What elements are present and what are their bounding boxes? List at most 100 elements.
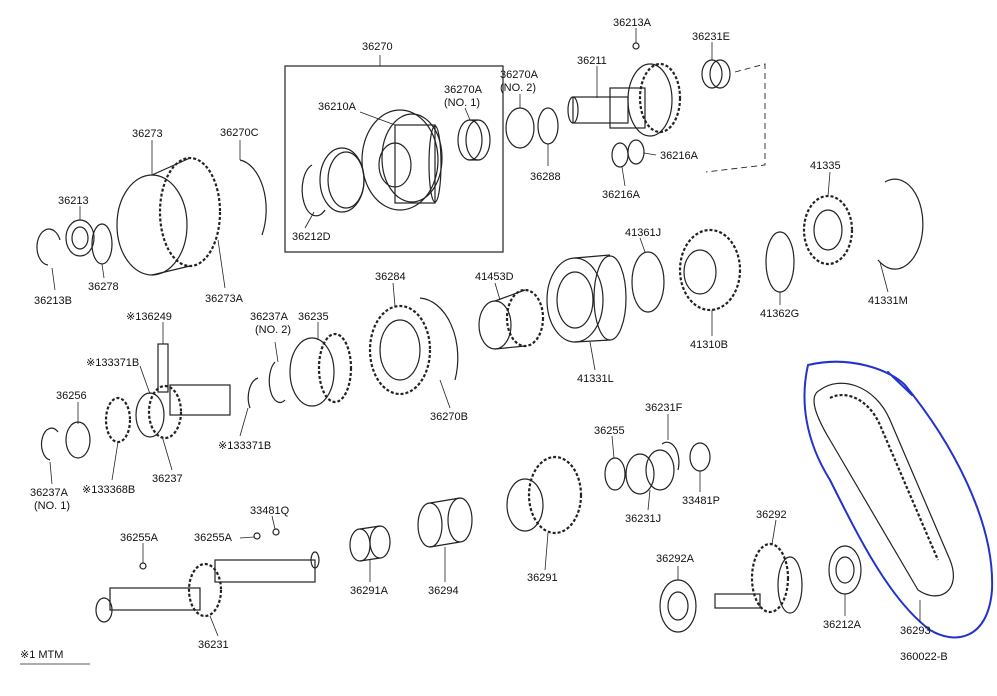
part-36255A-ball-a xyxy=(139,562,147,570)
label-36216A-bottom: 36216A xyxy=(602,189,641,201)
label-36213B: 36213B xyxy=(34,295,72,307)
part-33481Q-ball xyxy=(272,528,280,536)
part-41453D-gear xyxy=(478,288,545,350)
label-36237A-no1: 36237A xyxy=(30,487,69,499)
label-36270A-no1-sub: (NO. 1) xyxy=(444,97,480,109)
part-36213-washer xyxy=(65,219,95,257)
label-133371B-bottom: ※133371B xyxy=(218,440,271,452)
part-36294-bearing xyxy=(417,497,473,548)
part-36212A-bearing xyxy=(828,545,862,595)
dashed-reference-line xyxy=(705,63,766,173)
label-36231E: 36231E xyxy=(692,31,730,43)
label-36212D: 36212D xyxy=(292,231,331,243)
part-36293-chain xyxy=(813,382,954,597)
part-41331L-sleeve xyxy=(546,254,627,343)
part-36237-gear-shaft xyxy=(135,384,231,440)
label-41335: 41335 xyxy=(810,160,841,172)
label-36293: 36293 xyxy=(900,625,931,637)
label-36237: 36237 xyxy=(152,473,183,485)
label-36211: 36211 xyxy=(577,55,607,67)
part-36273-drum xyxy=(116,156,222,276)
label-36255A-right: 36255A xyxy=(194,532,233,544)
annotation-ink-circle xyxy=(803,360,994,639)
label-36292A: 36292A xyxy=(656,553,695,565)
label-36237A-no2: 36237A xyxy=(250,311,289,323)
label-136249: ※136249 xyxy=(126,311,172,323)
part-36231E-bearing xyxy=(701,59,731,89)
label-133368B: ※133368B xyxy=(82,484,135,496)
label-36255: 36255 xyxy=(594,425,625,437)
label-36231J: 36231J xyxy=(625,513,661,525)
part-36231J-bearing xyxy=(625,449,675,495)
label-41453D: 41453D xyxy=(475,271,514,283)
part-36270A-no1-bearing xyxy=(457,119,491,161)
part-36213A-pin xyxy=(632,42,640,50)
part-41310B-carrier xyxy=(678,228,742,312)
leader-lines xyxy=(20,28,921,665)
label-36235: 36235 xyxy=(298,311,329,323)
label-36213: 36213 xyxy=(58,195,89,207)
label-33481P: 33481P xyxy=(682,495,720,507)
part-133368B-hub xyxy=(104,396,132,444)
label-36231F: 36231F xyxy=(645,402,683,414)
part-36216A-collar xyxy=(611,139,645,168)
label-36255A-left: 36255A xyxy=(120,532,159,544)
part-36291A-bearing xyxy=(349,525,391,562)
label-36291: 36291 xyxy=(527,572,558,584)
part-36256-washer xyxy=(65,421,91,459)
label-36294: 36294 xyxy=(428,585,459,597)
part-36270C-snap-ring xyxy=(239,159,267,236)
label-36270: 36270 xyxy=(362,41,393,53)
part-41335-plate xyxy=(802,194,854,266)
label-36270A-no1: 36270A xyxy=(444,84,483,96)
part-36231-main-shaft xyxy=(95,551,320,623)
label-36278: 36278 xyxy=(88,281,119,293)
label-36270A-no2-sub: (NO. 2) xyxy=(500,82,536,94)
label-36212A: 36212A xyxy=(823,619,862,631)
label-41361J: 41361J xyxy=(625,227,661,239)
label-36270B: 36270B xyxy=(430,411,468,423)
part-36231F-snap-ring xyxy=(661,441,680,471)
annotation-ink-stroke xyxy=(887,371,913,396)
label-41331M: 41331M xyxy=(868,295,908,307)
label-41331L: 41331L xyxy=(577,373,614,385)
part-36255-washer xyxy=(604,457,626,491)
label-41310B: 41310B xyxy=(690,339,728,351)
part-36255A-ball-b xyxy=(253,532,261,540)
label-36292: 36292 xyxy=(756,509,787,521)
part-36237A-no2-snap-ring xyxy=(268,361,286,404)
part-36284-hub xyxy=(368,304,432,396)
part-133371B-snap-ring xyxy=(247,377,259,409)
part-41331M-snap-ring xyxy=(877,178,924,270)
part-36210A-carrier xyxy=(361,109,443,211)
part-36235-sleeve xyxy=(289,332,353,407)
label-36270C: 36270C xyxy=(220,127,259,139)
part-36292A-bearing xyxy=(659,579,697,633)
label-36284: 36284 xyxy=(375,271,406,283)
label-36288: 36288 xyxy=(530,171,561,183)
part-36270A-no2-washer xyxy=(505,107,559,149)
part-36213B-snap-ring xyxy=(36,228,61,266)
label-133371B-top: ※133371B xyxy=(86,357,139,369)
label-36231: 36231 xyxy=(198,639,229,651)
part-36211-shaft xyxy=(567,62,682,137)
figure-code: 360022-B xyxy=(900,651,948,663)
label-36210A: 36210A xyxy=(318,101,357,113)
label-36216A-right: 36216A xyxy=(660,150,699,162)
part-36291-gear xyxy=(506,455,583,535)
label-36213A: 36213A xyxy=(613,17,652,29)
part-33481P-bushing xyxy=(689,442,711,472)
part-36212D-ring xyxy=(301,147,365,217)
part-136249-key xyxy=(157,343,169,393)
label-33481Q: 33481Q xyxy=(250,505,290,517)
part-41362G-ring xyxy=(765,231,795,293)
footer-note: ※1 MTM xyxy=(20,649,63,661)
assembly-box-36270 xyxy=(284,55,504,253)
label-41362G: 41362G xyxy=(760,308,799,320)
label-36237A-no1-sub: (NO. 1) xyxy=(34,500,70,512)
label-36237A-no2-sub: (NO. 2) xyxy=(255,324,291,336)
part-36278-ring xyxy=(91,223,113,265)
label-36291A: 36291A xyxy=(350,585,389,597)
